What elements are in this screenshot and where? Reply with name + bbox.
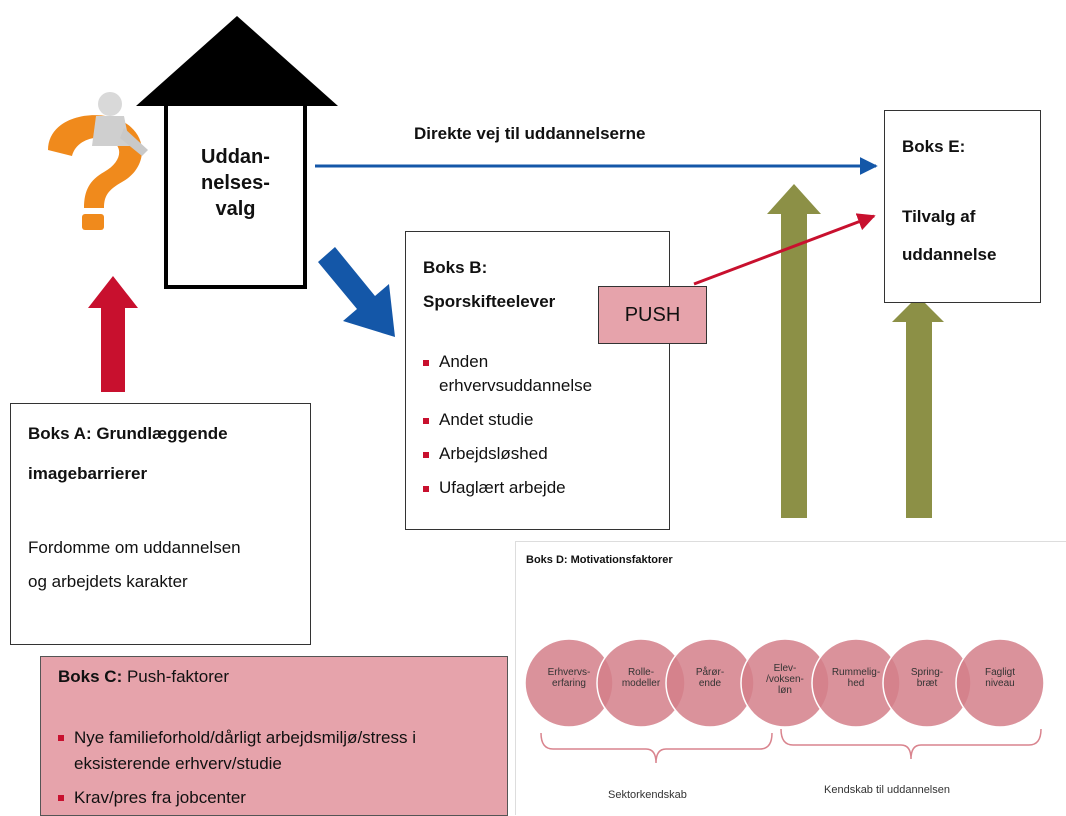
olive-up-arrow-1 <box>767 184 821 518</box>
box-a-text-2: og arbejdets karakter <box>28 572 188 591</box>
olive-up-arrow-2 <box>892 296 944 518</box>
list-item: Arbejdsløshed <box>423 442 638 466</box>
circle-label-5: Rummelig- hed <box>831 667 881 689</box>
house-body <box>164 102 307 289</box>
box-b-list: Anden erhvervsuddannelse Andet studie Ar… <box>423 350 638 500</box>
box-c: Boks C: Push-faktorer Nye familieforhold… <box>40 656 508 816</box>
circle-label-4: Elev- /voksen- løn <box>766 663 804 696</box>
direct-arrow-label: Direkte vej til uddannelserne <box>414 124 646 143</box>
circle-label-3: Pårør- ende <box>695 667 725 689</box>
box-c-title-rest: Push-faktorer <box>122 667 229 686</box>
list-item: Krav/pres fra jobcenter <box>58 785 498 811</box>
brace-education <box>780 728 1042 760</box>
brace-sector <box>540 732 773 764</box>
house-roof-icon <box>136 16 338 106</box>
box-d-title: Boks D: Motivationsfaktorer <box>526 554 673 566</box>
list-item: Anden erhvervsuddannelse <box>423 350 638 398</box>
box-c-list: Nye familieforhold/dårligt arbejdsmiljø/… <box>58 725 498 811</box>
house-line-1: Uddan- <box>201 146 270 168</box>
box-e-title: Boks E: <box>902 137 966 156</box>
box-c-title: Boks C: Push-faktorer <box>58 667 229 687</box>
box-a: Boks A: Grundlæggende imagebarrierer For… <box>10 403 311 645</box>
house-label: Uddan- nelses- valg <box>166 144 305 222</box>
box-b: Boks B: Sporskifteelever Anden erhvervsu… <box>405 231 670 530</box>
red-up-arrow <box>88 276 138 392</box>
box-e-line-1: Tilvalg af <box>902 207 976 226</box>
list-item: Andet studie <box>423 408 638 432</box>
push-to-box-e-arrow <box>693 213 876 286</box>
list-item: Nye familieforhold/dårligt arbejdsmiljø/… <box>58 725 498 777</box>
box-d: Boks D: Motivationsfaktorer Erhvervs- er… <box>515 541 1066 815</box>
circle-label-2: Rolle- modeller <box>621 667 661 689</box>
group-label-sector: Sektorkendskab <box>608 789 687 801</box>
circle-label-6: Spring- bræt <box>910 667 944 689</box>
box-e: Boks E: Tilvalg af uddannelse <box>884 110 1041 303</box>
push-box: PUSH <box>598 286 707 344</box>
to-box-b-arrow <box>318 247 395 337</box>
box-a-title-2: imagebarrierer <box>28 464 148 483</box>
box-b-subtitle: Sporskifteelever <box>423 292 556 311</box>
house-line-2: nelses- <box>201 172 270 194</box>
house-line-3: valg <box>215 198 256 220</box>
list-item: Ufaglært arbejde <box>423 476 638 500</box>
box-a-title-1: Boks A: Grundlæggende <box>28 424 228 443</box>
box-b-title: Boks B: <box>423 258 488 277</box>
box-e-line-2: uddannelse <box>902 245 997 264</box>
question-mark-figure-icon <box>48 92 148 230</box>
group-label-education: Kendskab til uddannelsen <box>824 784 950 796</box>
motivation-circles <box>524 638 1045 764</box>
box-c-title-bold: Boks C: <box>58 667 123 686</box>
circle-label-1: Erhvervs- erfaring <box>547 667 591 689</box>
box-a-text-1: Fordomme om uddannelsen <box>28 538 241 557</box>
circle-label-7: Fagligt niveau <box>984 667 1015 689</box>
motivation-circle-7 <box>955 638 1045 728</box>
